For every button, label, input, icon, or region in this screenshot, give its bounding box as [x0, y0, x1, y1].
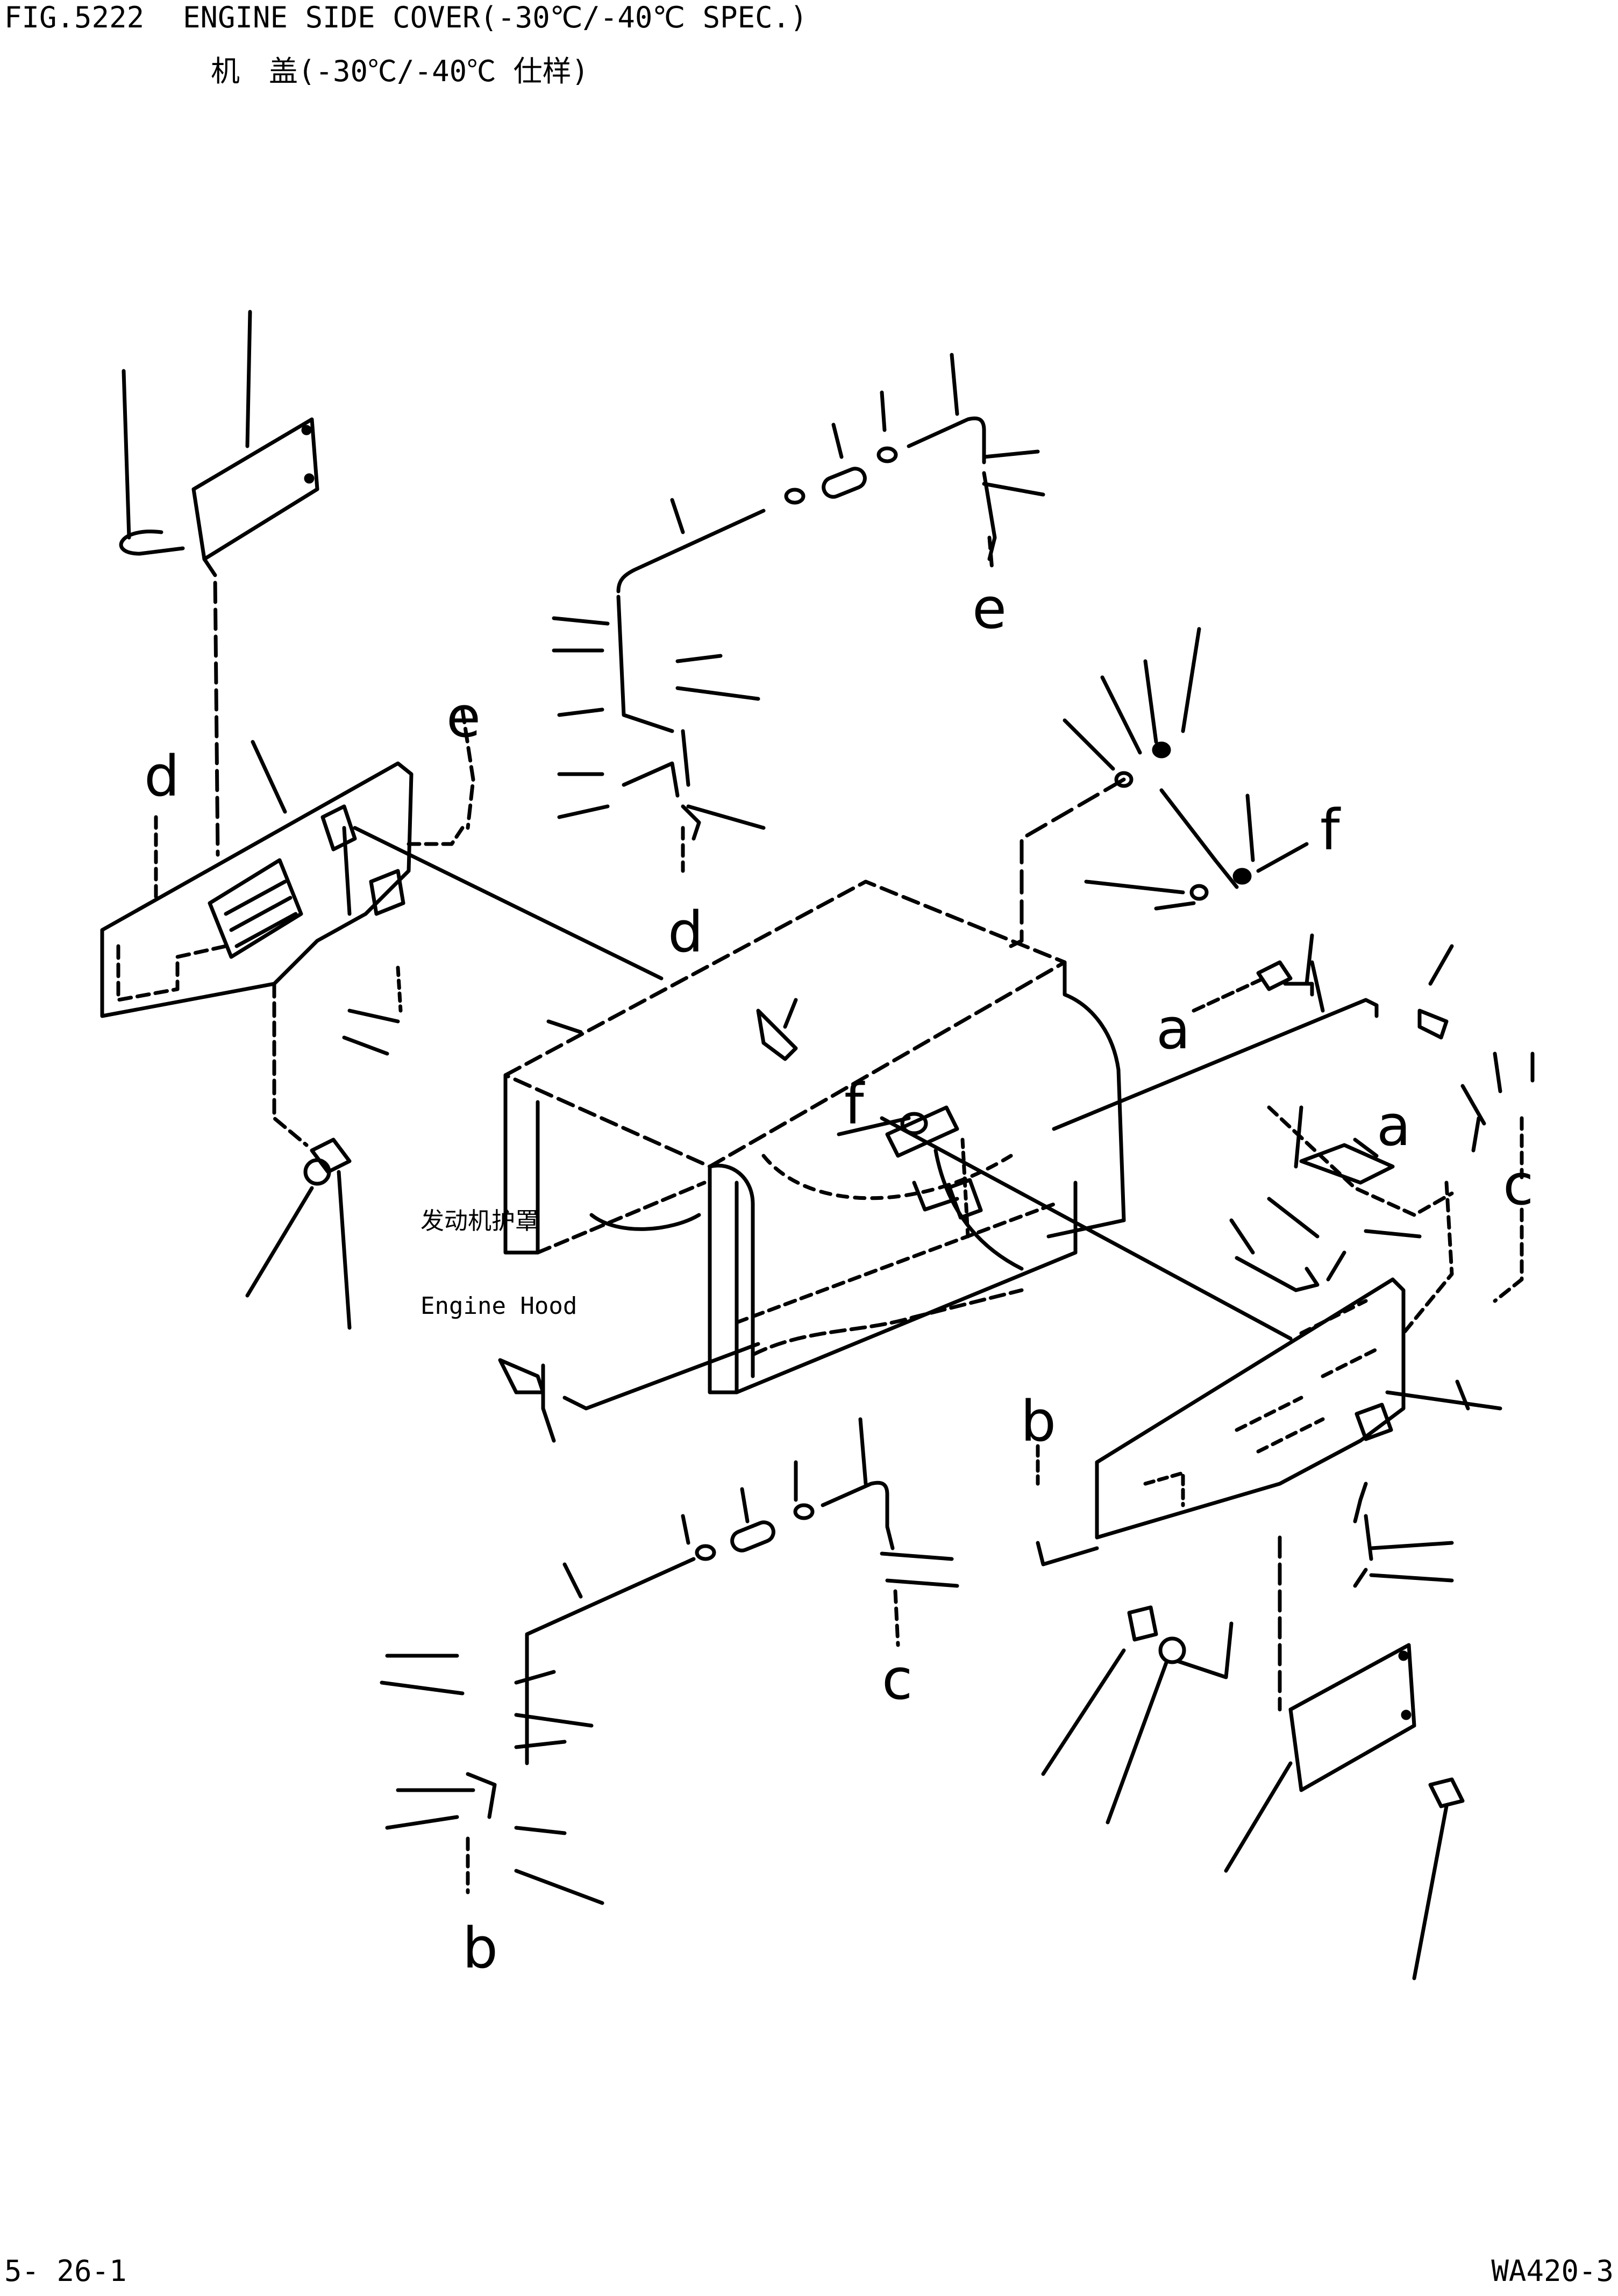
callout-a-mid: a [1156, 996, 1191, 1062]
callout-f-right: f [1320, 797, 1341, 863]
support-rod-bottom [380, 1417, 959, 1905]
callout-e-left: e [446, 684, 481, 750]
gas-spring-upper-right [1009, 627, 1309, 948]
inspection-plate-top-left [119, 310, 319, 857]
page-number: 5- 26-1 [4, 2254, 127, 2288]
engine-hood [503, 879, 1126, 1394]
figure-title-zh: 机 盖(-30℃/-40℃ 仕样) [211, 54, 589, 88]
callout-d-left: d [144, 743, 180, 809]
engine-hood-label: 发动机护罩 Engine Hood [420, 1150, 577, 1349]
right-side-cover [1095, 1277, 1502, 1540]
callout-c-bottom: c [882, 1647, 913, 1712]
callout-e-top: e [972, 576, 1007, 641]
callout-a-right: a [1377, 1093, 1411, 1158]
engine-hood-label-zh: 发动机护罩 [420, 1207, 539, 1235]
callout-b-right: b [1021, 1389, 1056, 1454]
left-side-cover [100, 761, 414, 1018]
callout-b-bottom: b [462, 1915, 498, 1981]
callout-d-mid: d [668, 899, 703, 965]
model-number: WA420-3 [1491, 2254, 1614, 2288]
callout-c-right: c [1503, 1152, 1534, 1218]
support-rod-top [552, 353, 1045, 873]
figure-number: FIG.5222 [4, 1, 145, 34]
inspection-plate-bottom-right [1224, 1535, 1465, 1980]
engine-hood-label-en: Engine Hood [420, 1292, 578, 1320]
callout-f-hood: f [844, 1071, 865, 1137]
figure-title-en: ENGINE SIDE COVER(-30℃/-40℃ SPEC.) [183, 1, 808, 34]
fasteners [154, 707, 1535, 1825]
